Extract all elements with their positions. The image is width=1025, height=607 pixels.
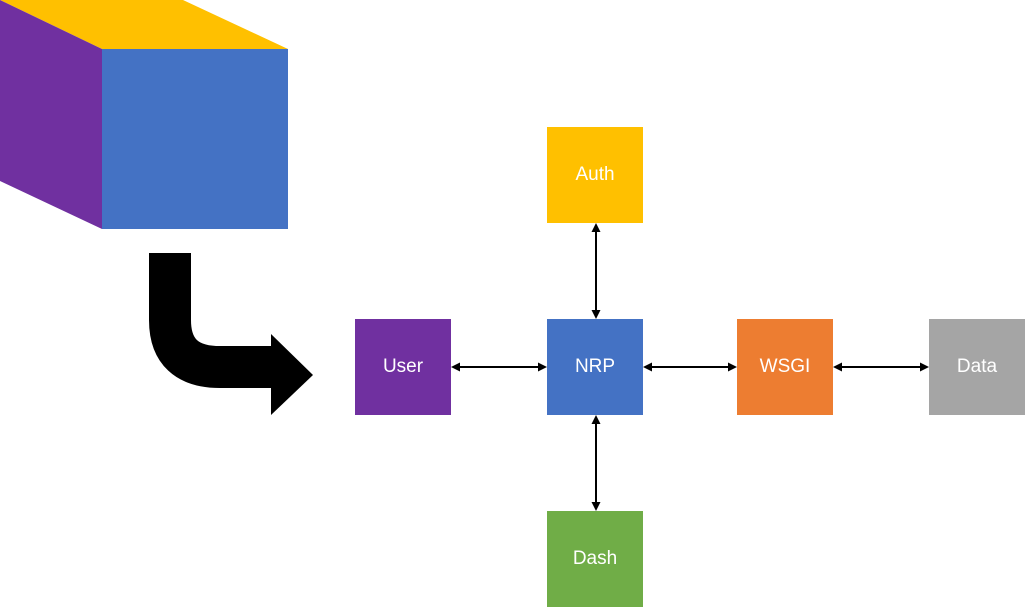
node-user: User [355, 319, 451, 415]
node-data-label: Data [956, 356, 998, 377]
node-user-label: User [382, 356, 424, 377]
cube-icon [0, 0, 288, 229]
node-nrp-label: NRP [574, 356, 616, 377]
curved-arrow-right-icon [149, 253, 313, 415]
node-dash: Dash [547, 511, 643, 607]
node-wsgi: WSGI [737, 319, 833, 415]
node-auth: Auth [547, 127, 643, 223]
cube-front-face [102, 49, 288, 229]
node-auth-label: Auth [575, 164, 615, 185]
cube-side-face [0, 0, 102, 229]
node-data: Data [929, 319, 1025, 415]
node-wsgi-label: WSGI [759, 356, 811, 377]
node-nrp: NRP [547, 319, 643, 415]
node-dash-label: Dash [572, 548, 618, 569]
cube-top-face [0, 0, 288, 49]
